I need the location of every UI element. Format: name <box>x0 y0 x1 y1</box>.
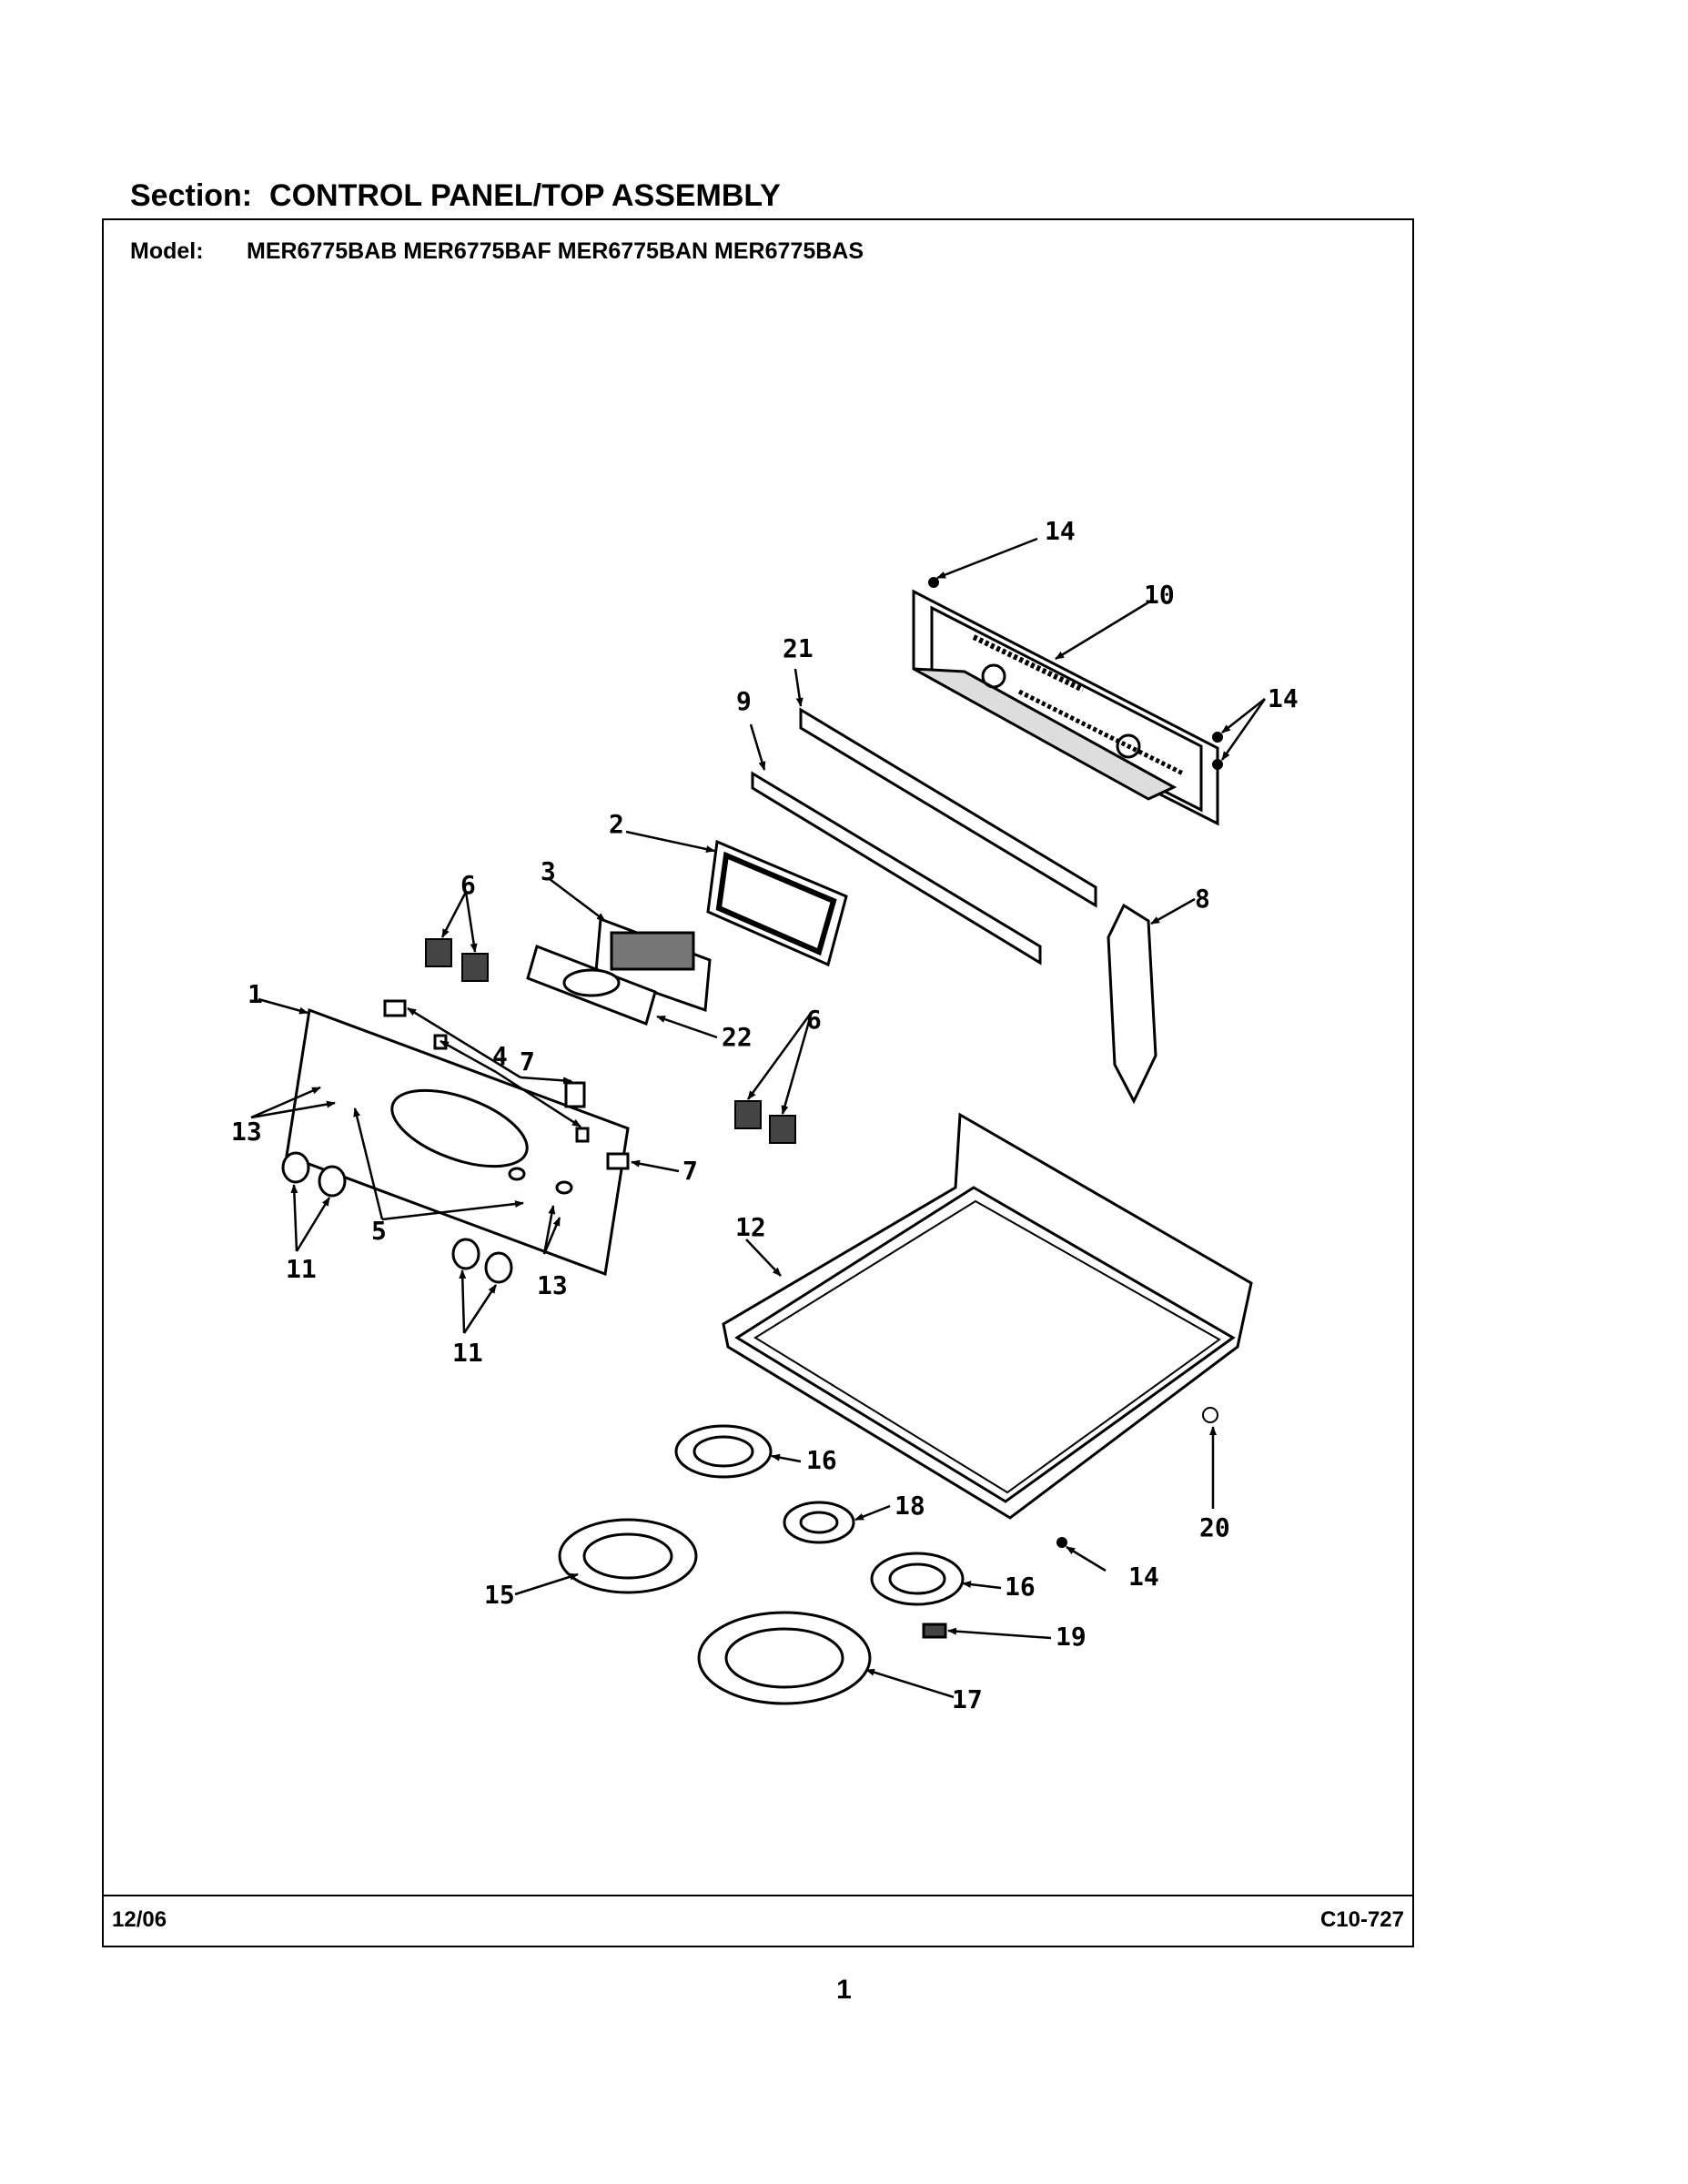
callout-14-bottom: 14 <box>1128 1562 1159 1592</box>
callout-13-left: 13 <box>231 1117 262 1147</box>
trim-strips <box>751 707 1097 966</box>
callout-21: 21 <box>783 633 814 663</box>
callout-1: 1 <box>248 979 263 1009</box>
callout-12: 12 <box>735 1212 766 1242</box>
callout-2: 2 <box>609 809 624 839</box>
backguard-bracket <box>912 589 1219 826</box>
callout-14-top: 14 <box>1045 516 1076 546</box>
callout-14-right: 14 <box>1268 683 1299 713</box>
model-label: Model: <box>130 238 204 264</box>
leader-lines <box>250 537 1267 1699</box>
callout-20: 20 <box>1199 1512 1230 1542</box>
callout-15: 15 <box>484 1580 515 1610</box>
footer-rule <box>102 1895 1414 1896</box>
callout-7-top: 7 <box>520 1046 535 1077</box>
callout-17: 17 <box>952 1684 983 1714</box>
model-list: MER6775BAB MER6775BAF MER6775BAN MER6775… <box>247 238 864 264</box>
page-number: 1 <box>836 1975 852 2005</box>
callout-3: 3 <box>541 856 556 886</box>
callout-19: 19 <box>1056 1622 1087 1652</box>
clips <box>383 999 630 1170</box>
display-window <box>706 839 848 967</box>
diagram-code: C10-727 <box>1319 1907 1404 1932</box>
callout-4: 4 <box>492 1041 508 1071</box>
callout-6-top: 6 <box>460 870 476 900</box>
callout-16-top: 16 <box>806 1445 837 1475</box>
callout-18: 18 <box>895 1491 925 1521</box>
control-knobs <box>281 1151 513 1284</box>
callout-8: 8 <box>1195 884 1210 914</box>
callout-9: 9 <box>736 686 752 716</box>
callout-10: 10 <box>1144 580 1175 610</box>
control-board <box>594 916 712 1013</box>
diagram-frame <box>102 218 1414 1947</box>
keypad-overlay <box>526 945 657 1026</box>
callout-13-right: 13 <box>537 1270 568 1300</box>
cooktop <box>722 1112 1253 1520</box>
callout-11-left: 11 <box>286 1254 317 1284</box>
revision-date: 12/06 <box>112 1907 167 1932</box>
callout-16-bottom: 16 <box>1005 1572 1036 1602</box>
section-title: Section: CONTROL PANEL/TOP ASSEMBLY <box>130 178 781 214</box>
side-bracket <box>1107 903 1157 1105</box>
callout-22: 22 <box>722 1022 753 1052</box>
callout-5: 5 <box>371 1216 387 1246</box>
callout-6-right: 6 <box>806 1005 822 1035</box>
callout-11-right: 11 <box>452 1338 483 1368</box>
surface-elements <box>558 1424 965 1705</box>
callout-labels: 14 10 21 9 14 2 3 6 8 1 22 7 4 13 6 7 11… <box>231 516 1299 1714</box>
switches <box>425 938 796 1144</box>
screws <box>928 577 1223 1548</box>
model-line: Model: MER6775BAB MER6775BAF MER6775BAN M… <box>130 238 864 265</box>
callout-7-right: 7 <box>682 1156 698 1186</box>
section-name: CONTROL PANEL/TOP ASSEMBLY <box>269 178 781 213</box>
section-label: Section: <box>130 178 253 213</box>
